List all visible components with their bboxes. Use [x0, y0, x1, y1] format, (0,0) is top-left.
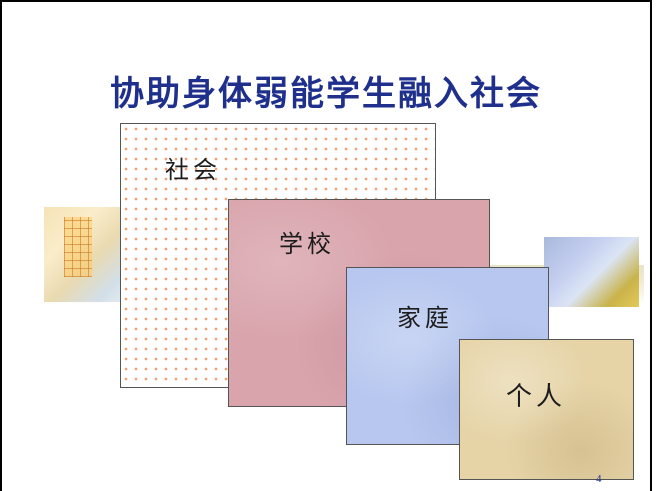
band-grid-pattern [64, 217, 92, 277]
page-number: 4 [596, 473, 602, 485]
band-left-image [44, 207, 134, 302]
layer-individual-label: 个人 [506, 382, 567, 412]
layer-individual-box: 个人 [459, 339, 634, 480]
layer-society-label: 社会 [165, 156, 221, 184]
band-right-image [544, 237, 639, 307]
layer-school-label: 学校 [279, 230, 335, 258]
layer-family-label: 家庭 [397, 304, 453, 332]
slide-title: 协助身体弱能学生融入社会 [110, 74, 542, 114]
